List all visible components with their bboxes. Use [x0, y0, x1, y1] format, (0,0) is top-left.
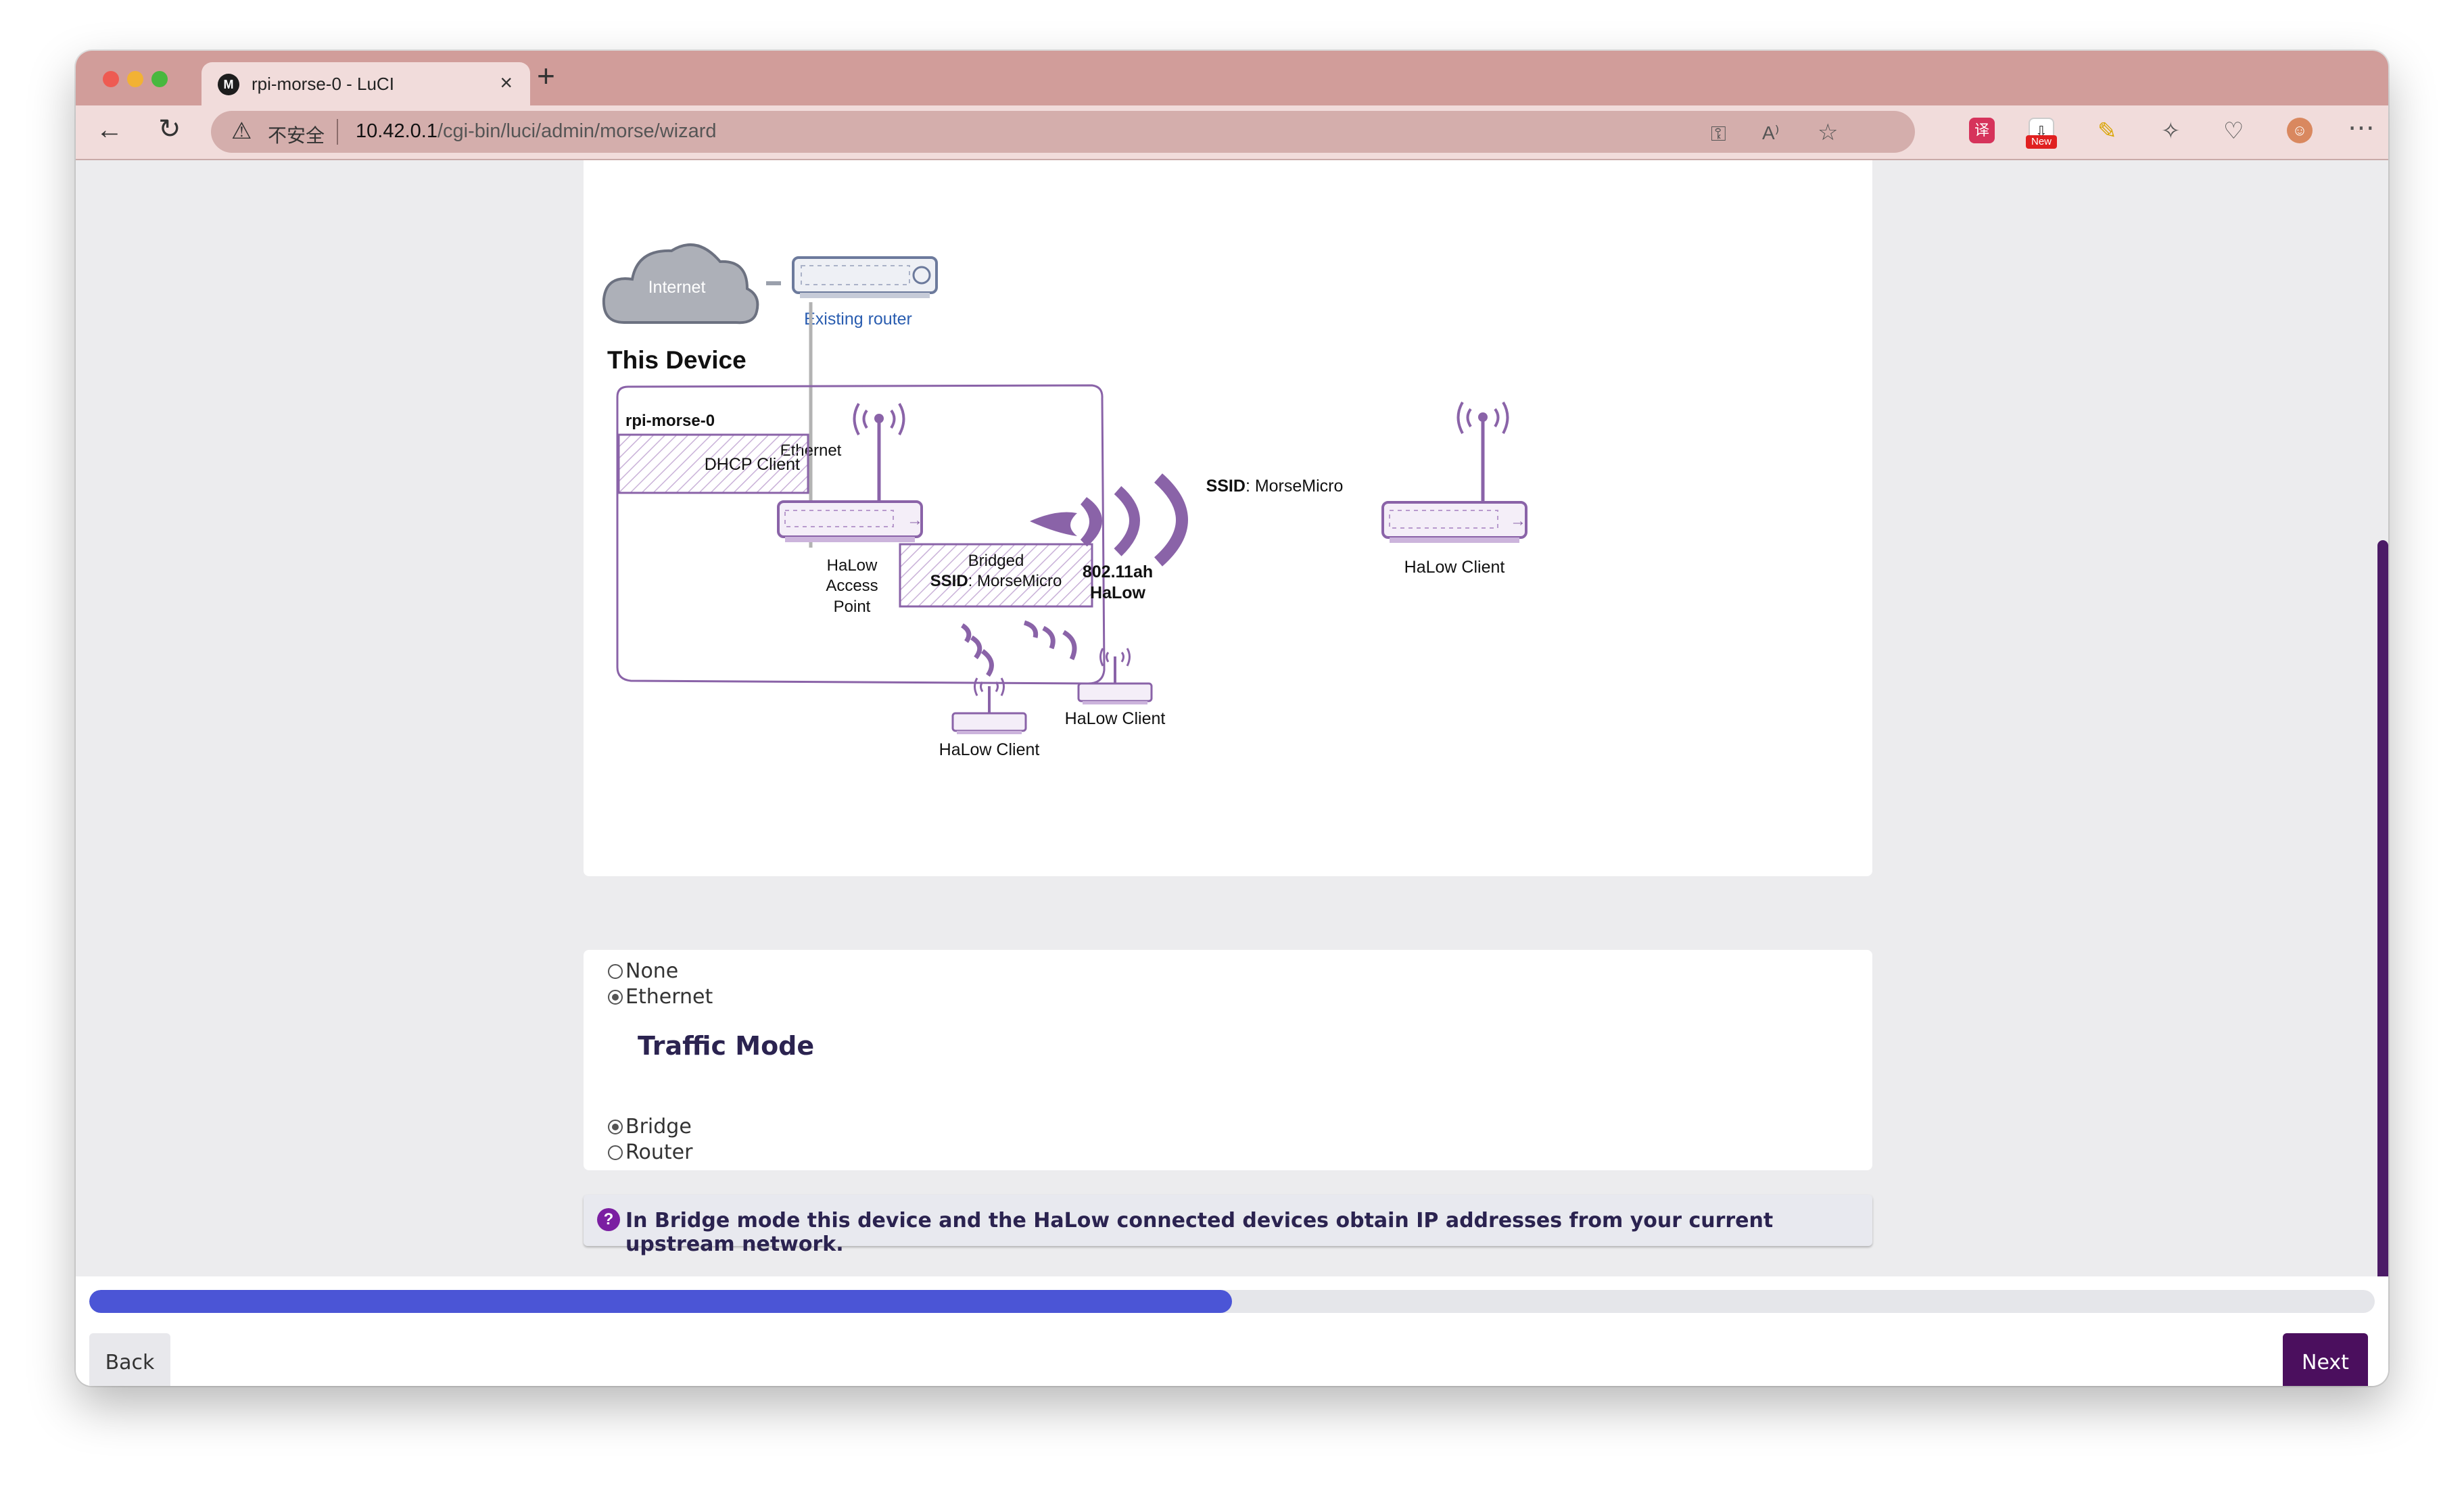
radio-router[interactable]: [608, 1145, 623, 1160]
browser-window: M rpi-morse-0 - LuCI × + ← ↻ ⚠ 不安全 10.42…: [76, 51, 2388, 1386]
favorite-star-icon[interactable]: ☆: [1818, 120, 1839, 145]
svg-text:→: →: [1510, 512, 1526, 530]
wizard-footer: Back Next: [76, 1276, 2388, 1386]
halow-client-small-icon: [951, 677, 1027, 734]
remote-ssid-line: SSID: MorseMicro: [1206, 477, 1344, 496]
read-aloud-icon[interactable]: A⁾: [1762, 122, 1780, 143]
new-badge: New: [2026, 135, 2057, 149]
radio-ethernet[interactable]: [608, 990, 623, 1005]
warning-icon: ⚠: [231, 118, 252, 144]
luci-favicon-icon: M: [218, 74, 239, 95]
url-path: /cgi-bin/luci/admin/morse/wizard: [437, 120, 717, 142]
section-title: This Device: [607, 346, 747, 374]
svg-text:→: →: [907, 511, 923, 529]
wireless-waves-icon: [1030, 473, 1188, 567]
info-bar: ? In Bridge mode this device and the HaL…: [584, 1195, 1872, 1256]
tab-strip: M rpi-morse-0 - LuCI × +: [76, 51, 2388, 105]
close-window-button[interactable]: [103, 71, 119, 87]
dhcp-client-box: [617, 433, 809, 494]
existing-router-icon: [792, 256, 938, 298]
scrollbar-thumb[interactable]: [2377, 540, 2388, 1277]
url-text[interactable]: 10.42.0.1/cgi-bin/luci/admin/morse/wizar…: [356, 120, 717, 143]
remote-ssid-value: : MorseMicro: [1246, 477, 1343, 496]
bridged-label: Bridged: [968, 552, 1024, 570]
halow-client-small-icon: [1077, 648, 1153, 704]
small-waves-icon: [960, 620, 1077, 677]
new-tab-icon[interactable]: +: [537, 58, 555, 93]
ap-label-3: Point: [834, 598, 871, 616]
more-menu-icon[interactable]: ⋯: [2348, 113, 2375, 143]
internet-cloud-icon: Internet: [602, 243, 759, 325]
extension-red-icon[interactable]: 译: [1969, 118, 1995, 143]
router-option-label[interactable]: Router: [625, 1141, 693, 1164]
uplink-option-none[interactable]: None: [608, 959, 678, 983]
network-diagram-card: Internet Existing router This Device rpi…: [584, 160, 1872, 876]
question-icon: ?: [597, 1208, 620, 1231]
security-label[interactable]: 不安全: [268, 125, 325, 146]
address-bar[interactable]: ⚠ 不安全 10.42.0.1/cgi-bin/luci/admin/morse…: [211, 111, 1915, 153]
browser-toolbar: ← ↻ ⚠ 不安全 10.42.0.1/cgi-bin/luci/admin/m…: [76, 105, 2388, 160]
tab-active[interactable]: M rpi-morse-0 - LuCI ×: [202, 62, 530, 105]
uplink-ethernet-label[interactable]: Ethernet: [625, 985, 713, 1009]
device-name: rpi-morse-0: [625, 412, 715, 430]
extensions-puzzle-icon[interactable]: ✧: [2161, 118, 2181, 144]
traffic-option-bridge[interactable]: Bridge: [608, 1115, 692, 1139]
bridged-box: [899, 543, 1093, 608]
wave-label-1: 802.11ah: [1083, 562, 1153, 581]
ap-label-1: HaLow: [827, 556, 878, 575]
halow-ap-icon: →: [777, 402, 923, 542]
traffic-mode-heading: Traffic Mode: [638, 1031, 815, 1061]
bridge-label[interactable]: Bridge: [625, 1115, 692, 1139]
uplink-none-label[interactable]: None: [625, 959, 679, 983]
tab-title: rpi-morse-0 - LuCI: [252, 74, 394, 94]
remote-ssid-key: SSID: [1206, 477, 1246, 496]
back-button[interactable]: Back: [89, 1333, 170, 1386]
reload-icon[interactable]: ↻: [158, 114, 181, 144]
network-diagram: Internet Existing router This Device rpi…: [602, 243, 1527, 759]
client-label-small-1: HaLow Client: [939, 740, 1040, 759]
device-boundary: [616, 384, 1106, 685]
back-arrow-icon[interactable]: ←: [96, 115, 123, 145]
uplink-option-ethernet[interactable]: Ethernet: [608, 985, 713, 1009]
browser-essentials-icon[interactable]: ♡: [2223, 118, 2244, 144]
settings-card: None Ethernet Traffic Mode Bridge Router: [584, 950, 1872, 1170]
radio-none[interactable]: [608, 964, 623, 979]
ap-label-2: Access: [826, 577, 878, 595]
ap-ssid-key: SSID: [930, 572, 968, 590]
ap-ssid-value: : MorseMicro: [968, 572, 1062, 590]
halow-client-large-icon: →: [1381, 401, 1527, 543]
traffic-option-router[interactable]: Router: [608, 1141, 692, 1164]
dhcp-label: DHCP Client: [705, 455, 800, 474]
client-label-small-2: HaLow Client: [1065, 709, 1166, 728]
progress-fill: [89, 1290, 1232, 1313]
wizard-progress-bar: [89, 1290, 2375, 1313]
internet-label: Internet: [648, 278, 706, 297]
minimize-window-button[interactable]: [127, 71, 143, 87]
page-content: Internet Existing router This Device rpi…: [76, 160, 2388, 1277]
profile-avatar[interactable]: ☺: [2287, 118, 2313, 143]
zoom-window-button[interactable]: [151, 71, 168, 87]
url-host: 10.42.0.1: [356, 120, 437, 142]
client-label-large: HaLow Client: [1404, 558, 1505, 577]
info-message: In Bridge mode this device and the HaLow…: [625, 1209, 1774, 1256]
next-button[interactable]: Next: [2283, 1333, 2368, 1386]
router-label: Existing router: [804, 310, 912, 329]
tab-close-icon[interactable]: ×: [500, 70, 513, 95]
key-icon[interactable]: ⚿: [1711, 123, 1726, 145]
ap-ssid-line: SSID: MorseMicro: [930, 572, 1062, 590]
wave-label-2: HaLow: [1090, 583, 1146, 602]
radio-bridge[interactable]: [608, 1120, 623, 1134]
address-divider: [337, 119, 338, 145]
extension-yellow-icon[interactable]: ✎: [2098, 118, 2117, 144]
